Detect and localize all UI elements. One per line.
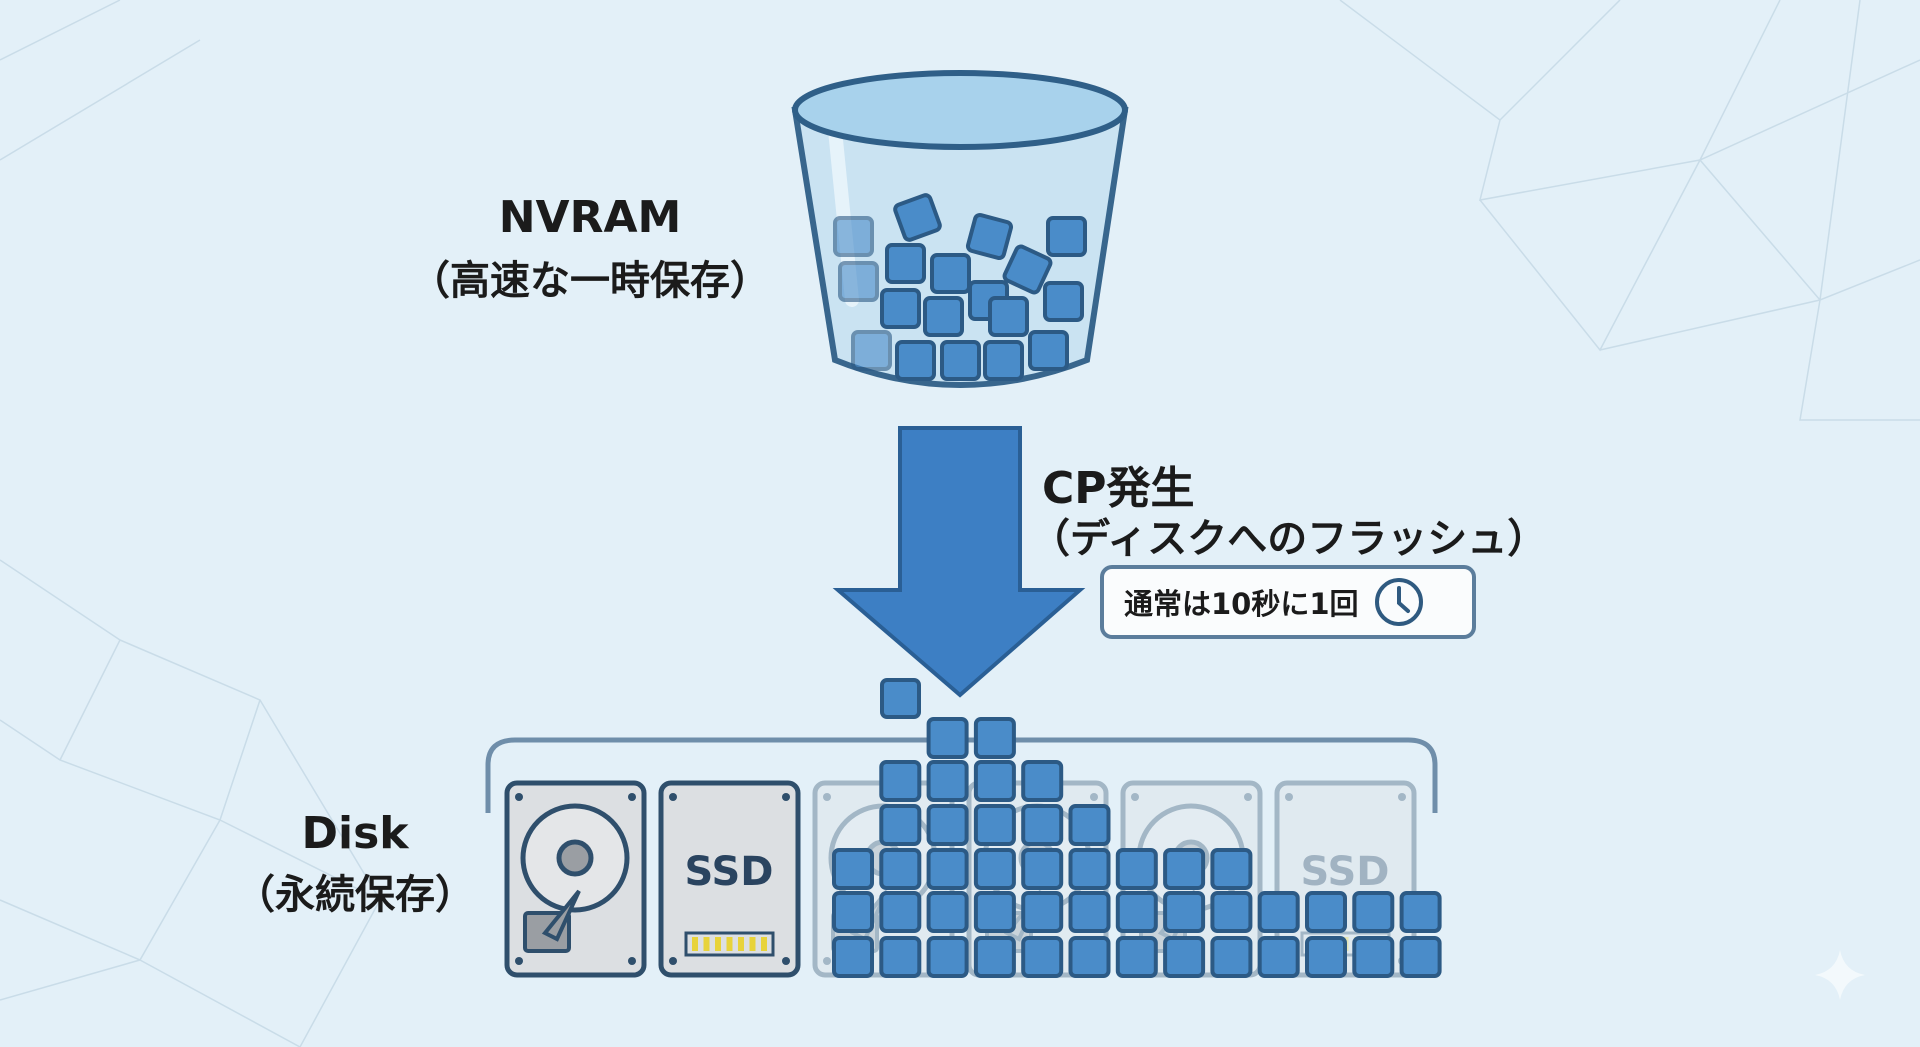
flushed-blocks xyxy=(832,678,1442,978)
data-block xyxy=(1163,936,1206,978)
sparkle-icon xyxy=(1815,950,1865,1000)
data-block xyxy=(1021,891,1064,933)
data-block xyxy=(930,253,971,294)
data-block xyxy=(1068,804,1111,846)
nvram-bucket-icon xyxy=(791,70,1129,388)
data-block xyxy=(895,340,936,381)
data-block xyxy=(1257,891,1300,933)
data-block xyxy=(1352,936,1395,978)
data-block xyxy=(1399,891,1442,933)
data-block xyxy=(851,330,892,371)
ssd-label: SSD xyxy=(1300,849,1389,895)
data-block xyxy=(1399,936,1442,978)
cp-subtitle: （ディスクへのフラッシュ） xyxy=(1030,516,1548,562)
ssd-label: SSD xyxy=(684,849,773,895)
data-block xyxy=(1352,891,1395,933)
data-block xyxy=(879,891,922,933)
data-block xyxy=(832,936,874,978)
disk-title: Disk xyxy=(301,808,409,859)
data-block xyxy=(832,848,874,890)
cp-interval-badge: 通常は10秒に1回 xyxy=(1100,565,1476,639)
data-block xyxy=(1163,891,1206,933)
data-block xyxy=(1068,936,1111,978)
nvram-title: NVRAM xyxy=(498,192,682,243)
data-block xyxy=(1021,936,1064,978)
clock-icon xyxy=(1374,578,1423,626)
data-block xyxy=(926,891,969,933)
data-block xyxy=(879,848,922,890)
data-block xyxy=(1028,330,1069,371)
data-block xyxy=(1043,281,1084,322)
data-block xyxy=(1068,891,1111,933)
data-block xyxy=(879,760,922,802)
data-block xyxy=(879,936,922,978)
data-block xyxy=(1210,848,1253,890)
data-block xyxy=(833,216,874,257)
data-block xyxy=(973,804,1016,846)
data-block xyxy=(1210,891,1253,933)
data-block xyxy=(1257,936,1300,978)
data-block xyxy=(838,261,879,302)
data-block xyxy=(965,212,1014,261)
data-block xyxy=(926,936,969,978)
data-block xyxy=(1305,936,1347,978)
data-block xyxy=(1002,244,1053,295)
data-block xyxy=(880,288,921,329)
data-block xyxy=(1021,804,1064,846)
bucket-cubes xyxy=(833,193,1087,381)
data-block xyxy=(1046,216,1087,257)
ssd-icon: SSD xyxy=(658,780,801,978)
data-block xyxy=(926,717,969,759)
data-block xyxy=(973,760,1016,802)
disk-subtitle: （永続保存） xyxy=(235,872,475,918)
data-block xyxy=(973,891,1016,933)
data-block xyxy=(1115,848,1158,890)
data-block xyxy=(926,804,969,846)
data-block xyxy=(973,936,1016,978)
data-block xyxy=(879,804,922,846)
data-block xyxy=(973,848,1016,890)
data-block xyxy=(923,296,964,337)
data-block xyxy=(1115,936,1158,978)
flush-arrow-icon xyxy=(832,426,1086,698)
data-block xyxy=(885,243,926,284)
data-block xyxy=(1210,936,1253,978)
cp-title: CP発生 xyxy=(1042,463,1195,514)
data-block xyxy=(880,678,921,719)
data-block xyxy=(1115,891,1158,933)
data-block xyxy=(973,717,1016,759)
data-block xyxy=(988,296,1029,337)
data-block xyxy=(1305,891,1347,933)
data-block xyxy=(926,848,969,890)
data-block xyxy=(1068,848,1111,890)
data-block xyxy=(1021,848,1064,890)
data-block xyxy=(1163,848,1206,890)
hdd-icon xyxy=(504,780,647,978)
data-block xyxy=(940,340,981,381)
cp-interval-text: 通常は10秒に1回 xyxy=(1124,587,1359,621)
data-block xyxy=(983,340,1024,381)
data-block xyxy=(893,193,942,242)
data-block xyxy=(832,891,874,933)
nvram-subtitle: （高速な一時保存） xyxy=(410,258,770,304)
data-block xyxy=(1021,760,1064,802)
data-block xyxy=(926,760,969,802)
